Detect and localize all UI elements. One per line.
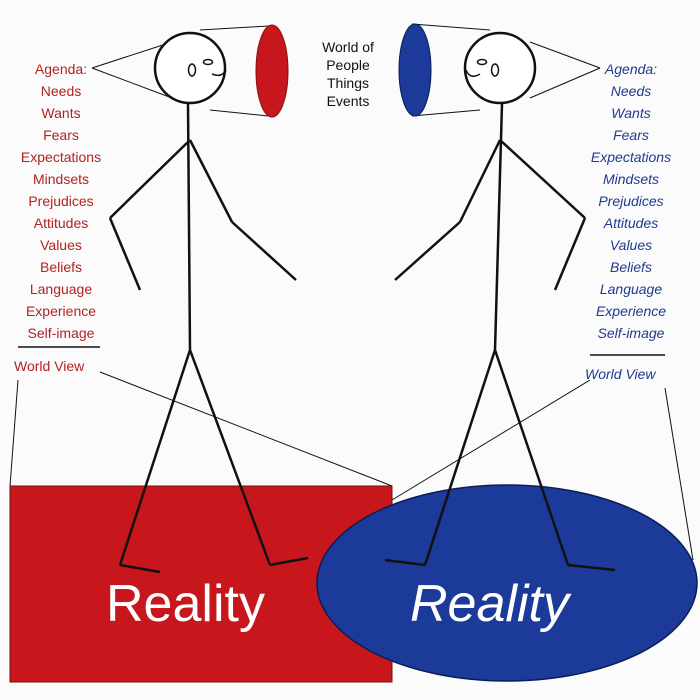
right-trait-agenda: Agenda: [604,61,658,77]
left-eye-1 [187,63,197,77]
left-cone-line-top [91,41,173,69]
left-reality-label: Reality [106,575,265,633]
left-cone-line-bottom [91,67,173,99]
right-cone-line-bottom [529,67,601,99]
left-stick-figure [108,31,309,574]
right-trait-expectations: Expectations [590,149,672,165]
center-line: People [326,57,370,73]
right-world-view-label: World View [585,366,656,382]
right-eye-1 [490,63,500,77]
left-trait-mindsets: Mindsets [32,171,90,187]
right-blue-lens [398,23,432,117]
right-trait-values: Values [609,237,653,253]
left-trait-self-image: Self-image [27,325,95,341]
right-lens-line-top [411,23,491,31]
left-trait-wants: Wants [41,105,81,121]
center-line: Things [326,75,370,91]
right-trait-needs: Needs [610,83,652,99]
left-red-lens [255,24,289,118]
right-trait-fears: Fears [613,127,649,143]
left-mouth [211,69,227,77]
right-lens-line-bottom [411,109,481,117]
left-wv-line-diag [99,371,393,487]
right-trait-beliefs: Beliefs [609,259,653,275]
right-head [463,31,537,105]
right-traits-list: Agenda: Needs Wants Fears Expectations M… [578,58,684,344]
left-trait-beliefs: Beliefs [39,259,83,275]
right-reality-label: Reality [410,575,569,633]
left-trait-expectations: Expectations [20,149,102,165]
center-line: World of [322,39,374,55]
right-trait-experience: Experience [595,303,667,319]
left-trait-experience: Experience [25,303,97,319]
right-mouth [465,69,481,77]
right-cone-line-top [529,41,601,69]
left-trait-values: Values [40,237,82,253]
right-trait-prejudices: Prejudices [598,193,664,209]
right-trait-attitudes: Attitudes [603,215,659,231]
left-lens-line-top [199,25,269,31]
right-stick-figure [384,31,616,572]
right-trait-wants: Wants [611,105,651,121]
left-trait-fears: Fears [43,127,79,143]
right-wv-line-down [664,387,694,561]
left-lens-line-bottom [209,109,269,117]
left-trait-language: Language [29,281,93,297]
left-trait-prejudices: Prejudices [28,193,94,209]
left-trait-attitudes: Attitudes [33,215,89,231]
left-trait-needs: Needs [40,83,82,99]
right-trait-self-image: Self-image [597,325,665,341]
left-traits-list: Agenda: Needs Wants Fears Expectations M… [8,58,114,344]
left-world-view-label: World View [14,358,85,374]
center-line: Events [326,93,370,109]
world-of-people-things-events: World of People Things Events [300,38,396,110]
right-wv-line-diag [391,379,591,501]
right-trait-language: Language [599,281,663,297]
left-eye-2 [202,58,214,66]
left-wv-line-down [9,379,19,487]
right-eye-2 [476,58,488,66]
right-trait-mindsets: Mindsets [602,171,660,187]
right-reality-ellipse [316,484,698,682]
left-head [153,31,227,105]
left-trait-agenda: Agenda: [34,61,88,77]
